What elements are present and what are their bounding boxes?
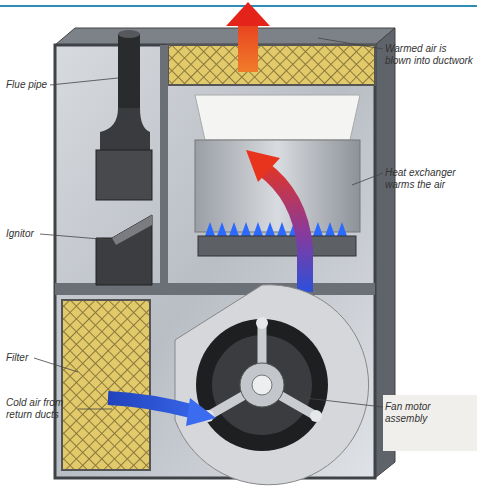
cold-air-arrow (108, 398, 195, 412)
warm-air-arrowhead (226, 2, 270, 26)
motor-hub (240, 363, 284, 407)
vertical-divider (160, 45, 168, 285)
corner-panel (383, 395, 477, 451)
callout-label: Flue pipe (6, 79, 56, 91)
ignitor-edge (112, 215, 152, 245)
flue-pipe-top (118, 30, 140, 38)
callout-label: Filter (6, 352, 46, 364)
burner-rail (198, 236, 356, 256)
callout-label: Warmed air is blown into ductwork (385, 43, 475, 67)
leader-lines (34, 38, 383, 409)
blower-housing (175, 285, 369, 485)
air-flow-arrow (262, 168, 305, 292)
flue-pipe (118, 34, 140, 112)
air-flow-arrowhead (246, 150, 280, 182)
callout-label: Fan motor assembly (385, 401, 475, 425)
callout-label: Cold air from return ducts (6, 397, 80, 421)
ignitor-part (96, 215, 152, 285)
lower-filter-grid (62, 300, 150, 470)
spoke-bolt (256, 317, 268, 329)
callout-label: Ignitor (6, 228, 56, 240)
spoke-bolt (310, 410, 322, 422)
top-filter-grid (168, 45, 375, 85)
burner-flames (205, 222, 347, 236)
callout-label: Heat exchanger warms the air (385, 167, 475, 191)
warm-air-shaft (238, 24, 258, 72)
motor-shaft (252, 375, 272, 395)
heat-exchanger-sheet (195, 95, 360, 140)
blower-wheel (196, 319, 328, 451)
flue-elbow (100, 108, 150, 150)
fan-spokes (208, 323, 316, 416)
top-rule (0, 5, 477, 7)
inducer-box (96, 150, 152, 200)
cold-air-arrowhead (186, 398, 216, 426)
